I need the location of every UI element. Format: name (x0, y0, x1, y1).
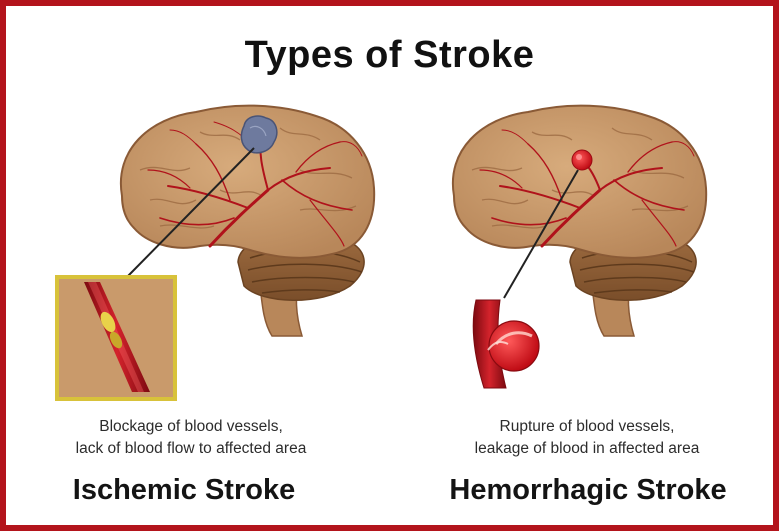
ischemic-caption-line2: lack of blood flow to affected area (16, 438, 366, 460)
ischemic-vessel-inset (57, 277, 175, 399)
cerebrum (453, 106, 706, 258)
hemorrhagic-caption-line1: Rupture of blood vessels, (402, 416, 772, 438)
hemorrhagic-caption-line2: leakage of blood in affected area (402, 438, 772, 460)
ischemic-caption-line1: Blockage of blood vessels, (16, 416, 366, 438)
ischemic-caption: Blockage of blood vessels, lack of blood… (16, 416, 366, 460)
ischemic-label: Ischemic Stroke (14, 474, 354, 507)
clot-marker (241, 116, 276, 153)
aneurysm-bulge (489, 321, 539, 371)
ruptured-vessel (473, 300, 539, 388)
hemorrhagic-caption: Rupture of blood vessels, leakage of blo… (402, 416, 772, 460)
bleed-marker (572, 150, 592, 170)
hemorrhagic-label: Hemorrhagic Stroke (408, 474, 768, 507)
